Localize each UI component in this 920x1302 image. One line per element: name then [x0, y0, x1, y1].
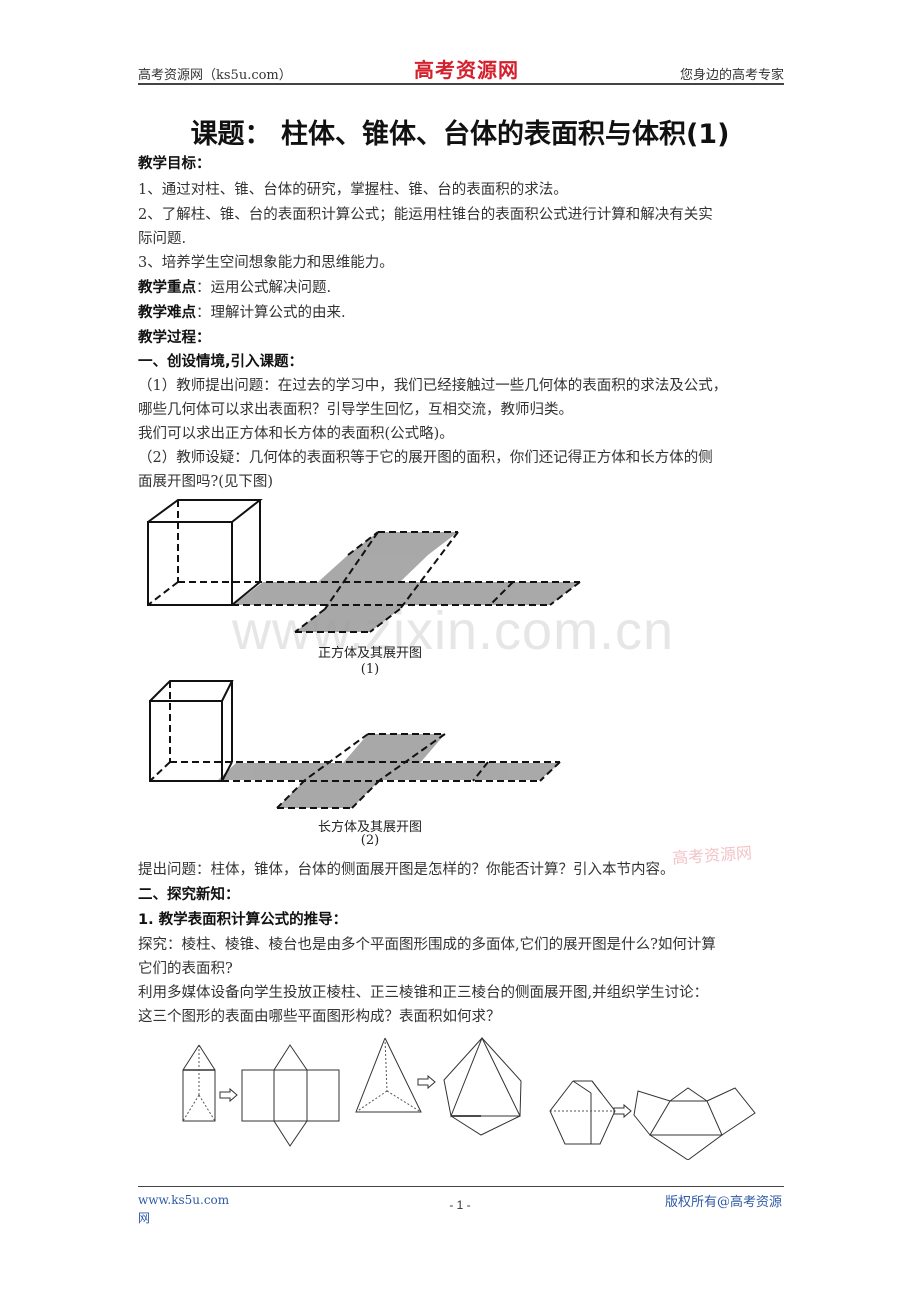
section2-heading: 二、探究新知：	[138, 887, 240, 903]
footer-link[interactable]: www.ks5u.com	[138, 1193, 230, 1207]
figure1-caption: 正方体及其展开图	[317, 646, 422, 661]
key-point-label: 教学重点	[138, 280, 196, 296]
objective-item: 2、了解柱、锥、台的表面积计算公式；能运用柱锥台的表面积公式进行计算和解决有关实	[138, 207, 713, 223]
figure2-caption: 长方体及其展开图	[317, 820, 422, 835]
section2-subheading: 1. 教学表面积计算公式的推导：	[138, 912, 348, 928]
difficulty-label: 教学难点	[138, 305, 196, 321]
faded-stamp: 高考资源网	[671, 843, 753, 868]
header-slogan: 您身边的高考专家	[679, 68, 784, 83]
key-point-text: 运用公式解决问题.	[210, 280, 332, 296]
section1-line: 哪些几何体可以求出表面积？引导学生回忆，互相交流，教师归类。	[138, 402, 573, 418]
cuboid-net-figure	[149, 680, 561, 809]
key-point: 教学重点：运用公式解决问题.	[138, 276, 331, 297]
footer-copyright: 版权所有@高考资源	[664, 1195, 782, 1210]
objectives-heading: 教学目标：	[138, 156, 211, 172]
objective-item: 3、培养学生空间想象能力和思维能力。	[138, 255, 394, 271]
page-header: 高考资源网（ks5u.com） 高考资源网 您身边的高考专家	[138, 58, 784, 86]
objective-item: 际问题.	[138, 231, 187, 247]
section1-line: （2）教师设疑：几何体的表面积等于它的展开图的面积，你们还记得正方体和长方体的侧	[138, 450, 713, 466]
difficulty-text: 理解计算公式的由来.	[210, 305, 346, 321]
polyhedra-nets-figure	[182, 1036, 756, 1160]
section2-line: 这三个图形的表面由哪些平面图形构成？表面积如何求？	[138, 1009, 501, 1025]
key-point-sep: ：	[196, 280, 211, 296]
process-heading: 教学过程：	[138, 330, 211, 346]
difficulty: 教学难点：理解计算公式的由来.	[138, 301, 346, 322]
header-logo: 高考资源网	[414, 58, 519, 82]
section1-line: 我们可以求出正方体和长方体的表面积(公式略)。	[138, 426, 454, 442]
footer-divider	[138, 1186, 784, 1187]
section2-line: 探究：棱柱、棱锥、棱台也是由多个平面图形围成的多面体,它们的展开图是什么?如何计…	[138, 937, 716, 953]
section2-line: 它们的表面积?	[138, 961, 233, 977]
section2-line: 利用多媒体设备向学生投放正棱柱、正三棱锥和正三棱台的侧面展开图,并组织学生讨论：	[138, 985, 709, 1001]
objective-item: 1、通过对柱、锥、台体的研究，掌握柱、锥、台的表面积的求法。	[138, 182, 568, 198]
question-line: 提出问题：柱体，锥体，台体的侧面展开图是怎样的？你能否计算？引入本节内容。	[138, 862, 675, 878]
difficulty-sep: ：	[196, 305, 211, 321]
section1-line: （1）教师提出问题：在过去的学习中，我们已经接触过一些几何体的表面积的求法及公式…	[138, 378, 728, 394]
page-number: - 1 -	[449, 1198, 471, 1212]
header-divider	[138, 83, 784, 85]
cube-net-figure	[147, 499, 581, 633]
figure1-number: (1)	[360, 662, 380, 677]
section1-heading: 一、创设情境,引入课题：	[138, 354, 304, 370]
page-title: 课题： 柱体、锥体、台体的表面积与体积(1)	[190, 119, 730, 150]
footer-site: www.ks5u.com 网	[138, 1191, 229, 1227]
section1-line: 面展开图吗?(见下图)	[138, 474, 274, 490]
header-site-name: 高考资源网（ks5u.com）	[138, 68, 292, 83]
footer-link-suffix: 网	[138, 1211, 151, 1225]
figure2-number: (2)	[360, 833, 380, 848]
